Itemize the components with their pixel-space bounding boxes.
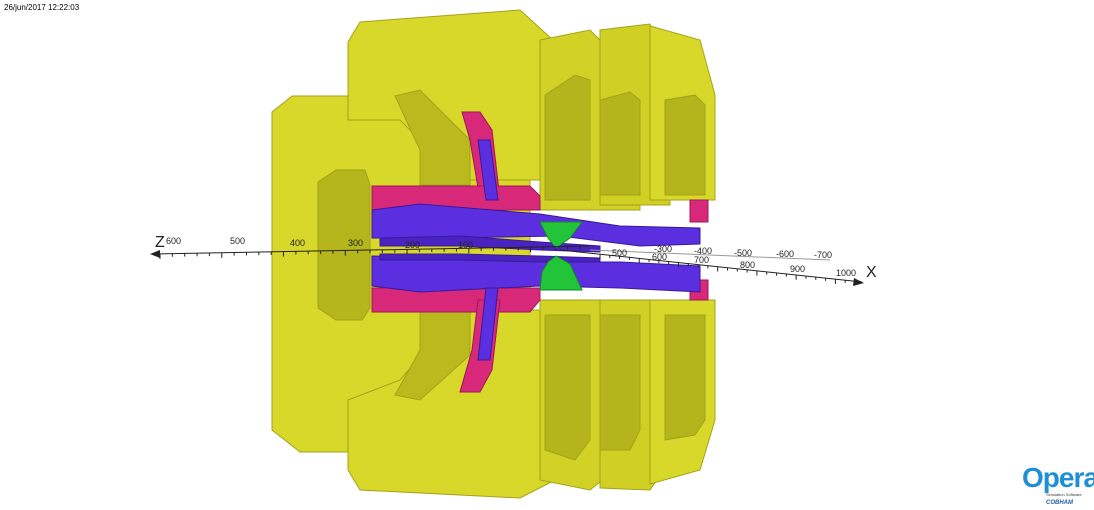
pole-bottom-face: [379, 253, 601, 263]
poles: [371, 139, 701, 361]
z-tick-label: 200: [405, 240, 420, 250]
z-axis-arrow: [150, 250, 160, 258]
z-tick-label: 500: [230, 236, 245, 246]
x-tick-label: 700: [694, 255, 709, 265]
back-tick-label: -300: [654, 244, 672, 254]
coil-top-horizontal: [371, 185, 541, 211]
yoke-top-slab-shade: [544, 74, 591, 201]
z-tick-label: 400: [290, 238, 305, 248]
timestamp: 26/jun/2017 12:22:03: [4, 3, 80, 12]
yoke-bottom-slab-shade: [544, 314, 591, 461]
x-tick-label: 800: [740, 260, 755, 270]
z-axis-letter: Z: [155, 234, 165, 251]
yoke-bottom-slab-shade-2: [599, 314, 641, 451]
yoke-top-slab-shade-2: [599, 91, 641, 196]
pole-top-vertical: [477, 139, 499, 201]
z-tick-label: 600: [166, 236, 181, 246]
back-tick-label: -500: [734, 248, 752, 258]
x-tick-label: 900: [790, 264, 805, 274]
back-tick-label: -700: [814, 250, 832, 260]
x-axis-letter: X: [866, 264, 877, 281]
x-tick-label: 1000: [836, 268, 856, 278]
logo-brand: COBHAM: [1046, 500, 1073, 506]
center-insert: [539, 221, 583, 291]
axes: Z 600 500 400 300 200 100 X 500 600 700 …: [150, 234, 877, 286]
x-axis-minor-ticks: [599, 254, 856, 284]
back-tick-label: -600: [776, 249, 794, 259]
logo-word: Opera: [1022, 462, 1094, 493]
yoke-top-inner-face: [394, 89, 471, 186]
yoke-bottom-slab-shade-3: [664, 314, 706, 441]
coil-bottom-horizontal: [371, 287, 541, 313]
x-axis-arrow: [853, 278, 864, 286]
yoke-top-slab-shade-3: [664, 94, 706, 196]
pole-bottom-vertical: [477, 287, 499, 361]
center-top: [539, 221, 583, 249]
x-tick-label: 500: [612, 248, 627, 258]
z-tick-label: 100: [458, 240, 473, 250]
z-tick-label: 300: [348, 238, 363, 248]
opera-logo: Opera Simulation Software COBHAM: [1022, 462, 1094, 510]
yoke: [271, 9, 716, 499]
logo-subtitle: Simulation Software: [1046, 492, 1082, 497]
back-axis-line: [589, 249, 831, 261]
x-axis-line: [559, 249, 863, 283]
back-tick-label: -400: [694, 246, 712, 256]
x-tick-label: 600: [652, 252, 667, 262]
yoke-left-recess: [317, 169, 371, 321]
pole-top-face: [379, 235, 601, 253]
z-axis-line: [151, 245, 591, 255]
center-bottom: [539, 255, 583, 291]
coil-top-right: [689, 199, 709, 223]
z-axis-minor-ticks: [159, 246, 581, 259]
